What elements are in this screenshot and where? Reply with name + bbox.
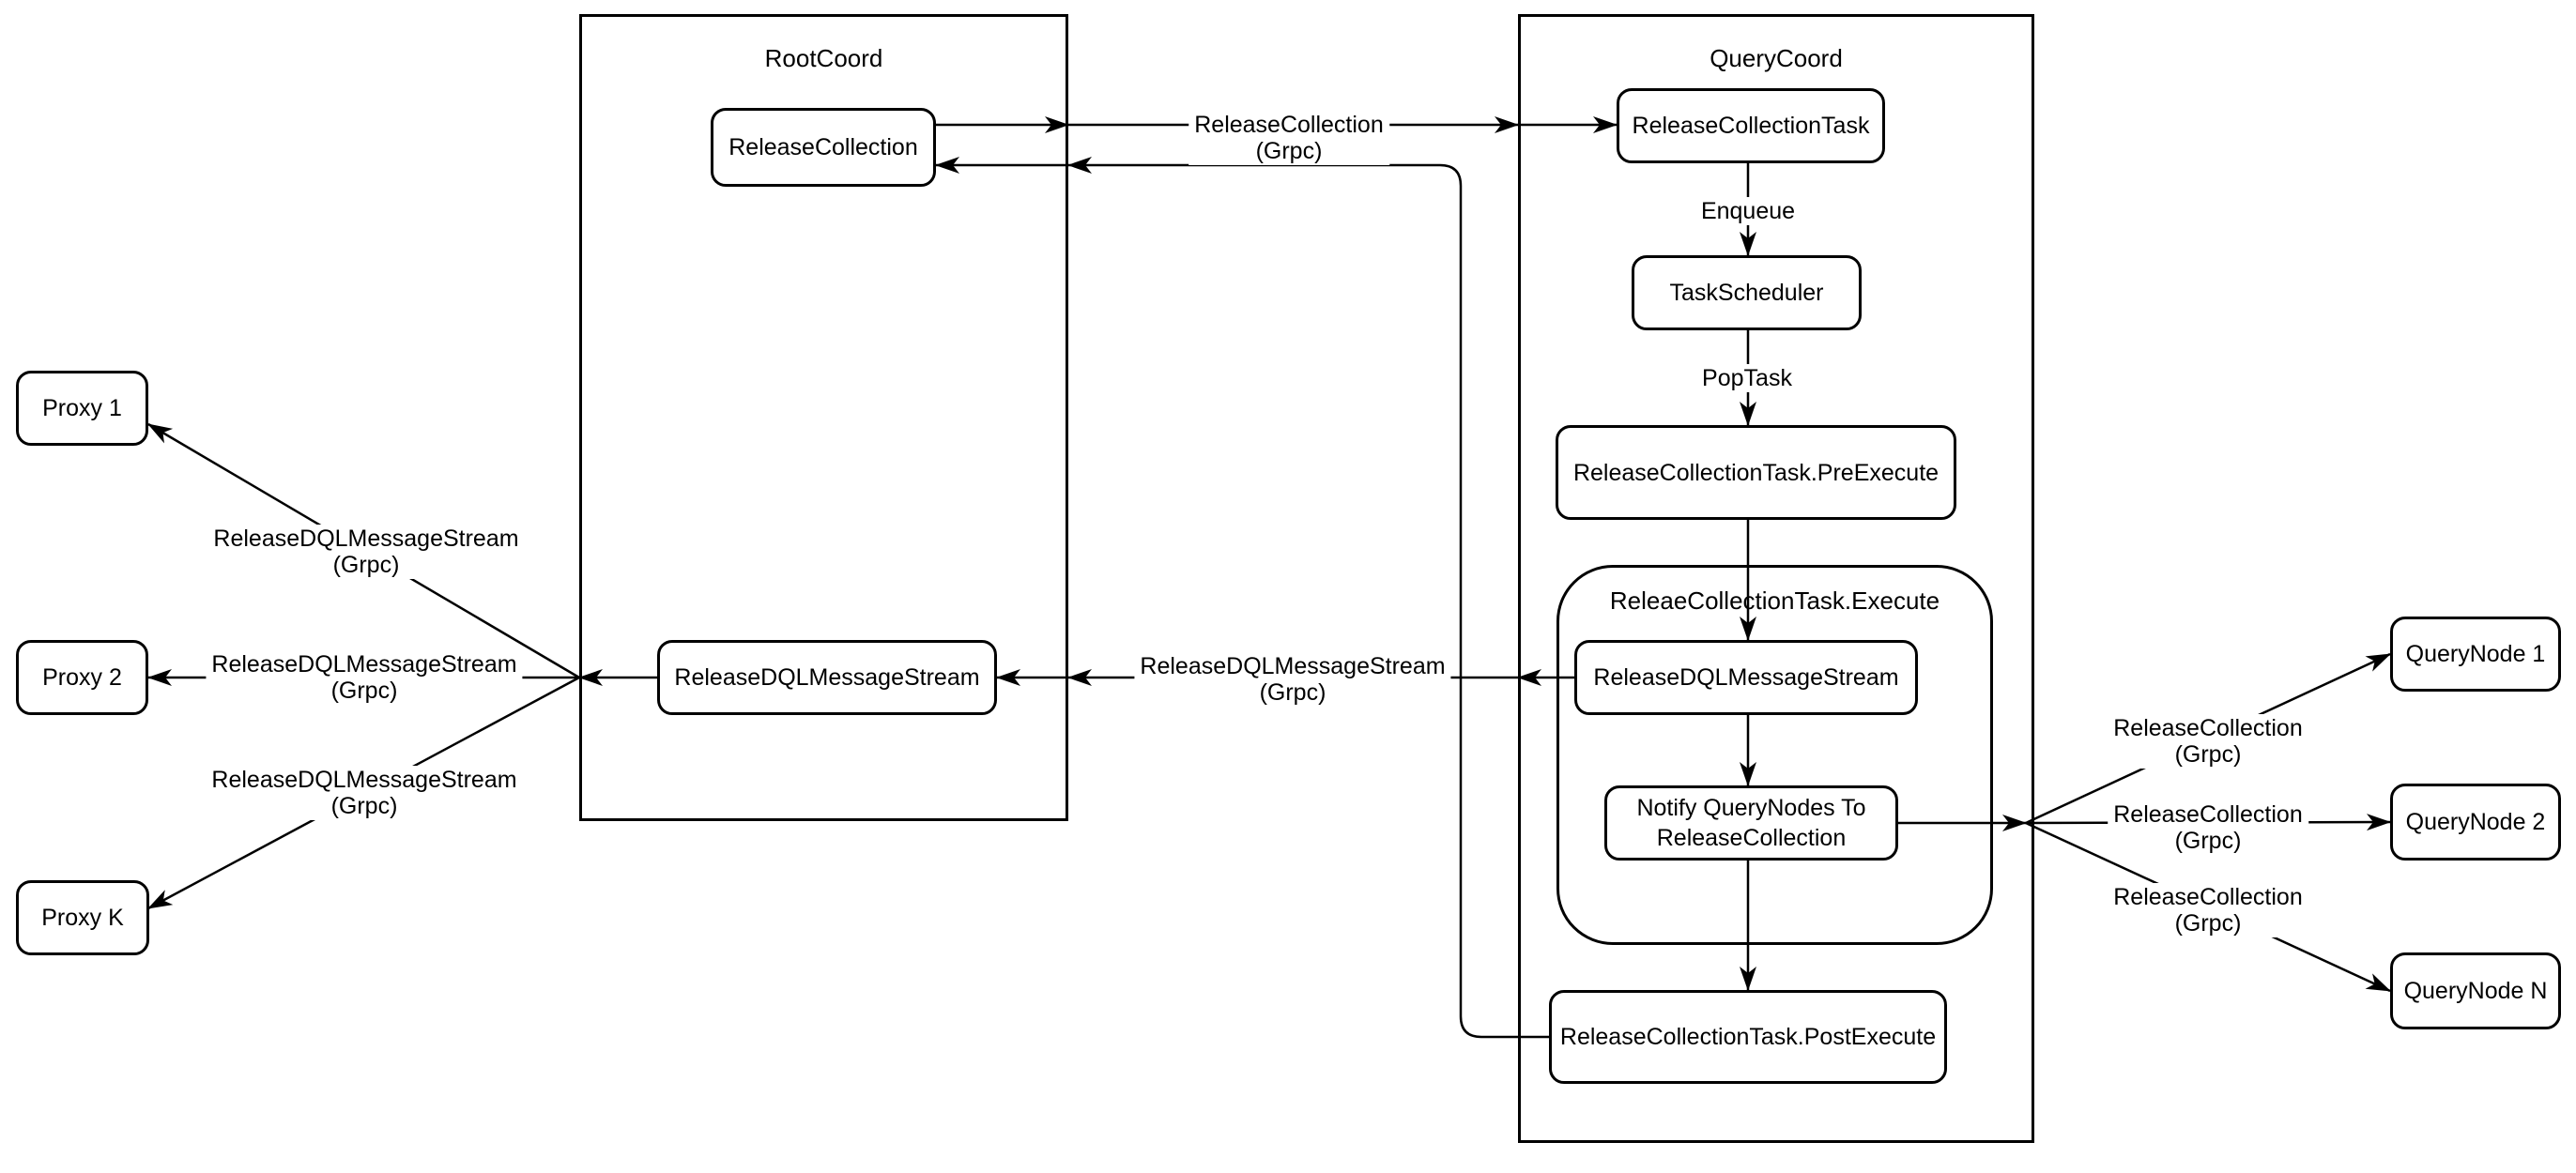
label-poptask: PopTask xyxy=(1696,364,1798,392)
label-dqlstream-grpc-mid: ReleaseDQLMessageStream (Grpc) xyxy=(1134,652,1451,707)
node-querynode-1: QueryNode 1 xyxy=(2390,617,2561,692)
node-pre-execute: ReleaseCollectionTask.PreExecute xyxy=(1556,425,1956,520)
node-root-release-dql-stream: ReleaseDQLMessageStream xyxy=(657,640,997,715)
label-releasecollection-grpc-qn1: ReleaseCollection (Grpc) xyxy=(2108,714,2308,769)
container-label-execute-group: ReleaeCollectionTask.Execute xyxy=(1609,586,1940,615)
node-proxy-k: Proxy K xyxy=(16,880,149,955)
edge-postexecute-return-elbow xyxy=(1067,157,1549,1039)
container-label-rootcoord: RootCoord xyxy=(764,44,883,72)
node-notify-querynodes: Notify QueryNodes To ReleaseCollection xyxy=(1604,785,1898,861)
label-releasecollection-grpc-qn2: ReleaseCollection (Grpc) xyxy=(2108,800,2308,855)
node-release-collection-task: ReleaseCollectionTask xyxy=(1617,88,1885,163)
label-dqlstream-grpc-proxy2: ReleaseDQLMessageStream (Grpc) xyxy=(206,650,523,705)
node-task-scheduler: TaskScheduler xyxy=(1632,255,1862,330)
label-dqlstream-grpc-proxy1: ReleaseDQLMessageStream (Grpc) xyxy=(207,525,525,579)
container-execute-group: ReleaeCollectionTask.Execute xyxy=(1556,565,1993,945)
container-rootcoord: RootCoord xyxy=(579,14,1068,821)
container-querycoord: QueryCoord xyxy=(1518,14,2034,1143)
node-querynode-2: QueryNode 2 xyxy=(2390,784,2561,861)
node-proxy-2: Proxy 2 xyxy=(16,640,148,715)
node-release-collection: ReleaseCollection xyxy=(711,108,936,187)
node-querynode-n: QueryNode N xyxy=(2390,952,2561,1029)
label-dqlstream-grpc-proxyk: ReleaseDQLMessageStream (Grpc) xyxy=(206,766,523,820)
container-label-querycoord: QueryCoord xyxy=(1710,44,1843,72)
node-post-execute: ReleaseCollectionTask.PostExecute xyxy=(1549,990,1947,1084)
node-proxy-1: Proxy 1 xyxy=(16,371,148,446)
label-enqueue: Enqueue xyxy=(1694,197,1802,225)
label-releasecollection-grpc-qn3: ReleaseCollection (Grpc) xyxy=(2108,883,2308,937)
node-exec-release-dql-stream: ReleaseDQLMessageStream xyxy=(1574,640,1918,715)
label-releasecollection-grpc-top: ReleaseCollection (Grpc) xyxy=(1188,111,1389,165)
